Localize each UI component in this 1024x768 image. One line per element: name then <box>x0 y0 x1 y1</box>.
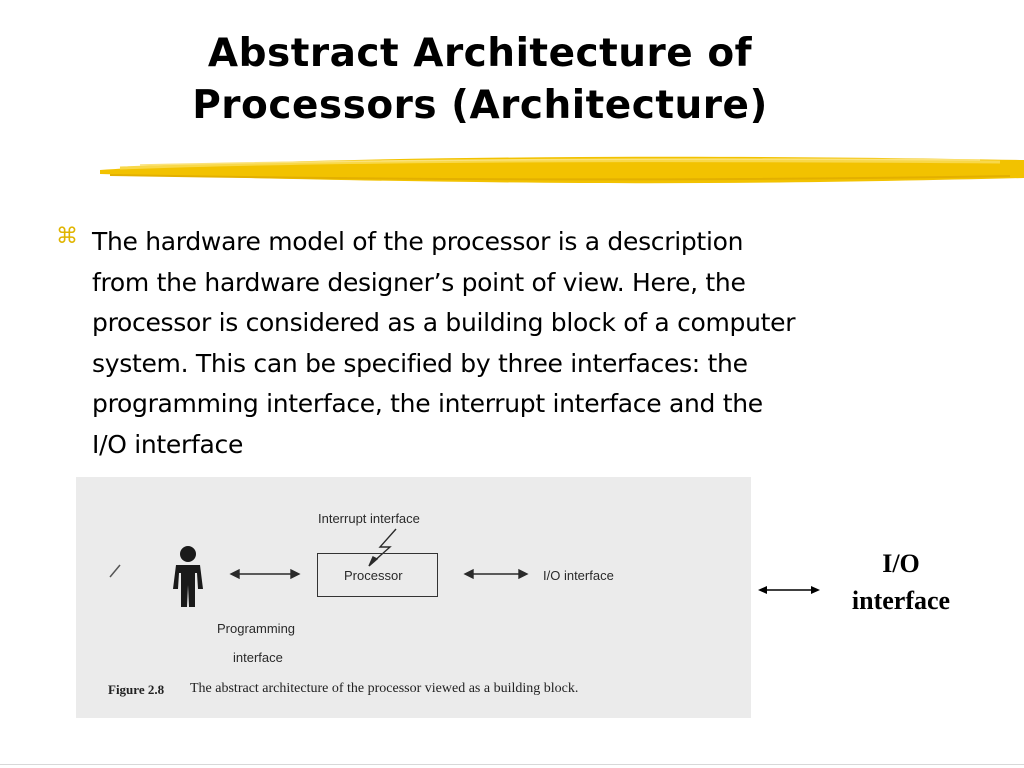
interrupt-interface-label: Interrupt interface <box>318 511 420 526</box>
bullet-line: system. This can be specified by three i… <box>92 344 972 385</box>
double-arrow-icon <box>231 570 299 578</box>
figure-caption: The abstract architecture of the process… <box>190 681 578 697</box>
double-arrow-icon <box>756 580 822 600</box>
footer-divider <box>0 764 1024 765</box>
processor-label: Processor <box>344 568 403 583</box>
slide-title: Abstract Architecture of Processors (Arc… <box>0 28 960 132</box>
bullet-line: I/O interface <box>92 425 972 466</box>
bullet-line: The hardware model of the processor is a… <box>92 222 972 263</box>
callout-line-2: interface <box>826 582 976 619</box>
person-icon <box>173 546 203 607</box>
title-line-1: Abstract Architecture of <box>0 28 960 80</box>
bullet-text: The hardware model of the processor is a… <box>92 222 972 465</box>
double-arrow-icon <box>465 570 527 578</box>
bullet-line: from the hardware designer’s point of vi… <box>92 263 972 304</box>
command-key-icon: ⌘ <box>56 224 78 249</box>
title-underline-brush <box>100 148 1024 188</box>
bullet-line: processor is considered as a building bl… <box>92 303 972 344</box>
io-interface-label: I/O interface <box>543 568 614 583</box>
figure-number: Figure 2.8 <box>108 682 164 698</box>
callout-line-1: I/O <box>826 545 976 582</box>
programming-label: Programming <box>217 621 295 636</box>
scanned-figure: Interrupt interface Processor I/O interf… <box>76 477 751 718</box>
title-line-2: Processors (Architecture) <box>0 80 960 132</box>
programming-interface-label: interface <box>233 650 283 665</box>
bullet-line: programming interface, the interrupt int… <box>92 384 972 425</box>
io-interface-callout: I/O interface <box>826 545 976 619</box>
